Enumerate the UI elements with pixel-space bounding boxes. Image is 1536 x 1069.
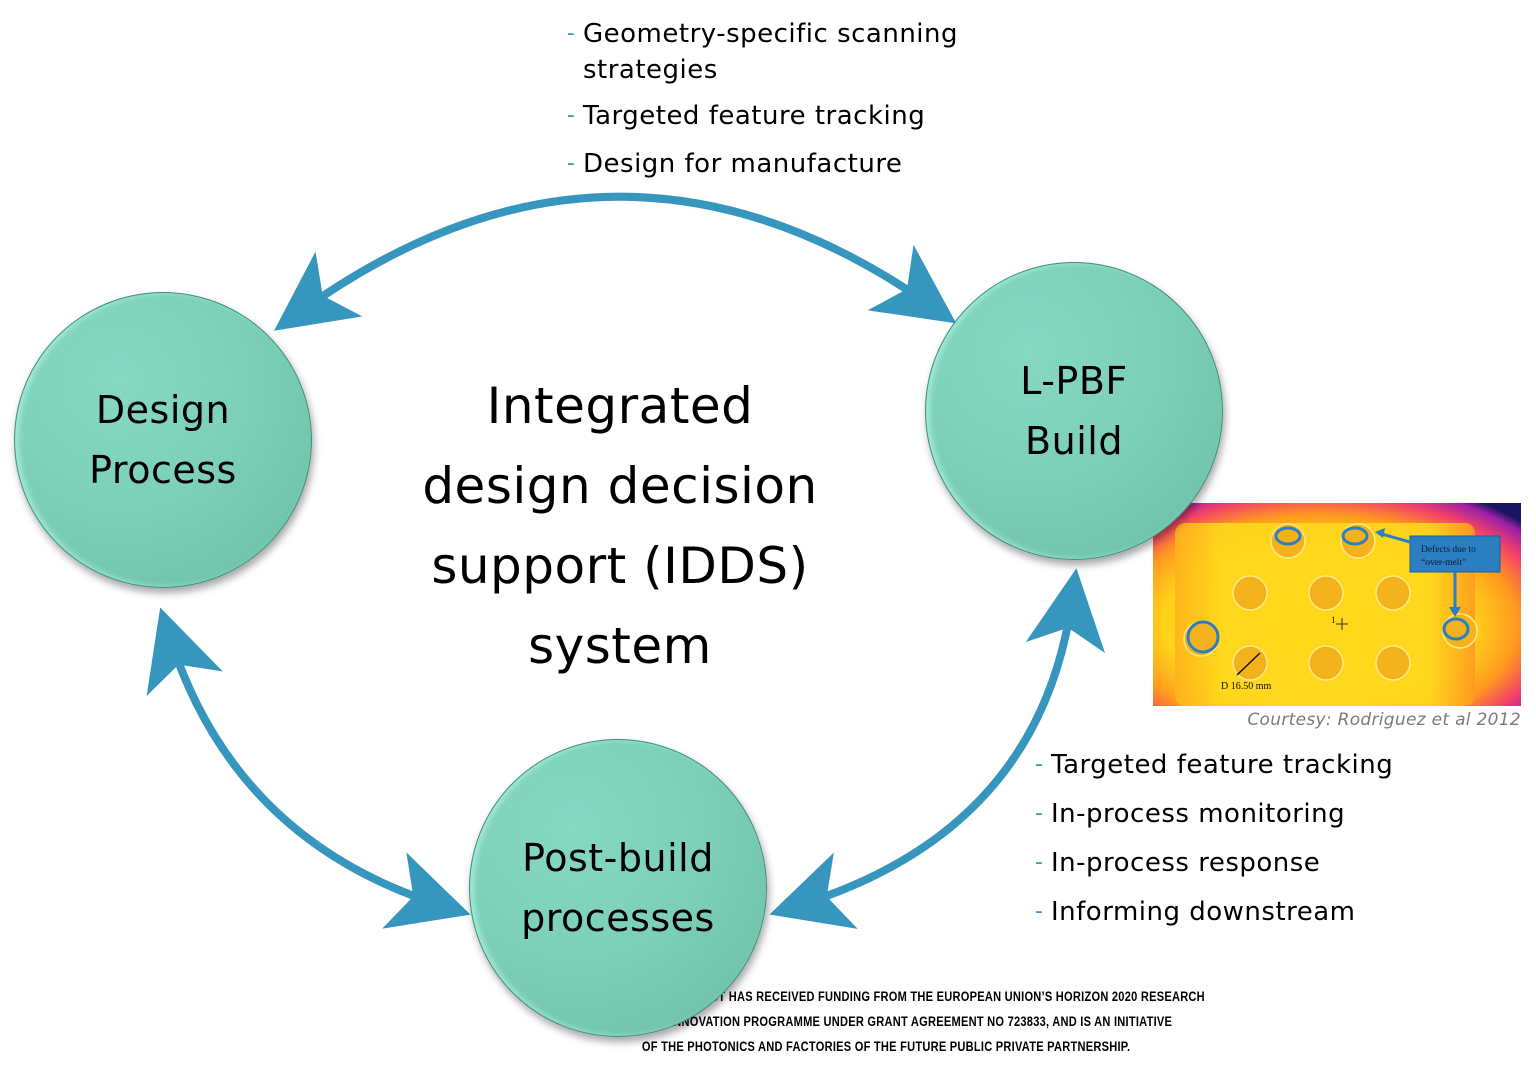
arrow-lpbf-postbuild bbox=[769, 568, 1105, 929]
callout-arrowhead bbox=[1449, 607, 1461, 617]
callout-text: Defects due to bbox=[1421, 544, 1476, 555]
hole bbox=[1308, 645, 1344, 681]
footer-line: OF THE PHOTONICS AND FACTORIES OF THE FU… bbox=[641, 1039, 1131, 1054]
defect-circle bbox=[1341, 526, 1369, 546]
node-label-line: Process bbox=[89, 448, 237, 492]
bullet-dash: - bbox=[567, 151, 576, 176]
marker-label: 1 bbox=[1331, 615, 1336, 625]
bullet-dash: - bbox=[567, 103, 576, 128]
footer-line: AND INNOVATION PROGRAMME UNDER GRANT AGR… bbox=[641, 1014, 1173, 1029]
bullet-dash: - bbox=[567, 21, 576, 46]
thermal-image: Defects due to “over-melt” D 16.50 mm 1 bbox=[1153, 503, 1521, 706]
defect-markers bbox=[1186, 526, 1470, 654]
funding-footer: THIS PROJECT HAS RECEIVED FUNDING FROM T… bbox=[641, 984, 1205, 1059]
hole bbox=[1232, 575, 1268, 611]
bullet-text: Targeted feature tracking bbox=[1051, 750, 1394, 780]
hole bbox=[1375, 575, 1411, 611]
callout-arrowhead bbox=[1375, 528, 1385, 538]
node-label-line: Build bbox=[1025, 419, 1123, 463]
image-caption: Courtesy: Rodriguez et al 2012 bbox=[1247, 710, 1521, 730]
dimension-arrow bbox=[1236, 652, 1261, 676]
center-title: Integrated design decision support (IDDS… bbox=[380, 366, 860, 686]
bullet-text: Geometry-specific scanning bbox=[583, 19, 959, 49]
bullet-item: - Targeted feature tracking bbox=[1035, 749, 1393, 781]
node-label-line: Post-build bbox=[522, 836, 714, 880]
node-label-line: L-PBF bbox=[1020, 359, 1128, 403]
node-lpbf-build: L-PBF Build bbox=[925, 262, 1223, 560]
node-label-line: processes bbox=[521, 896, 715, 940]
bullet-text: Targeted feature tracking bbox=[583, 101, 926, 131]
title-line: system bbox=[528, 617, 712, 675]
bullet-text: Design for manufacture bbox=[583, 149, 903, 179]
bullet-item: - Design for manufacture bbox=[567, 148, 958, 180]
footer-line: THIS PROJECT HAS RECEIVED FUNDING FROM T… bbox=[641, 989, 1205, 1004]
arrow-design-postbuild bbox=[146, 607, 471, 929]
bullet-text-continued: strategies bbox=[583, 55, 718, 85]
hole bbox=[1308, 575, 1344, 611]
node-design-process: Design Process bbox=[14, 292, 312, 588]
title-line: Integrated bbox=[486, 377, 754, 435]
thermal-image-drawing: Defects due to “over-melt” D 16.50 mm 1 bbox=[1153, 503, 1521, 706]
holes bbox=[1183, 523, 1478, 681]
hole bbox=[1270, 523, 1306, 559]
defect-circle bbox=[1274, 526, 1302, 546]
title-line: design decision bbox=[422, 457, 818, 515]
bullet-item: - Targeted feature tracking bbox=[567, 100, 958, 132]
node-label-line: Design bbox=[95, 388, 231, 432]
defect-circle bbox=[1442, 617, 1470, 641]
title-line: support (IDDS) bbox=[431, 537, 809, 595]
top-bullet-list: - Geometry-specific scanning strategies … bbox=[567, 16, 958, 180]
bullet-item: - Geometry-specific scanning strategies bbox=[567, 16, 958, 88]
callout-text: “over-melt” bbox=[1421, 558, 1466, 568]
hole bbox=[1375, 645, 1411, 681]
callout-box bbox=[1409, 535, 1501, 573]
defect-circle bbox=[1186, 620, 1220, 654]
crosshair-icon bbox=[1336, 618, 1348, 630]
node-post-build: Post-build processes bbox=[469, 739, 767, 1037]
dimension-label: D 16.50 mm bbox=[1221, 681, 1272, 692]
arrow-design-lpbf bbox=[274, 192, 957, 331]
